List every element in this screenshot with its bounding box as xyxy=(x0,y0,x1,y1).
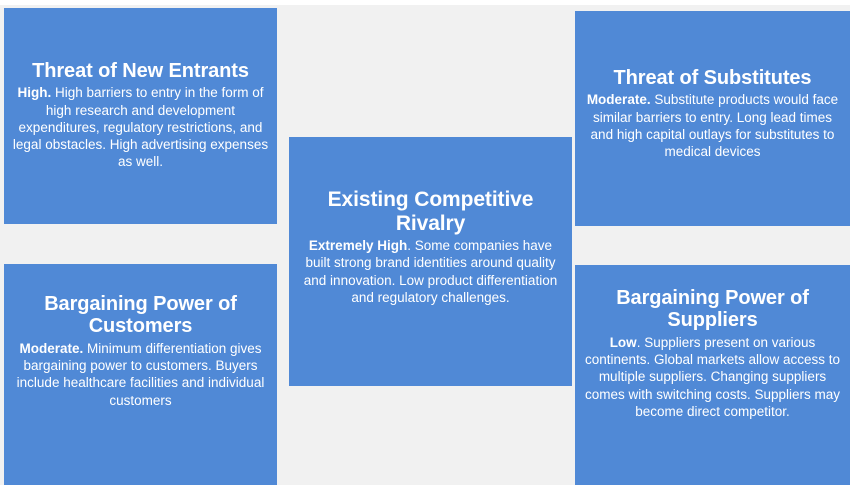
force-description-new-entrants: High. High barriers to entry in the form… xyxy=(11,84,270,170)
force-rating-new-entrants: High. xyxy=(17,85,52,101)
force-box-bargaining-power-of-customers[interactable]: Bargaining Power of Customers Moderate. … xyxy=(4,264,277,485)
force-box-bargaining-power-of-suppliers[interactable]: Bargaining Power of Suppliers Low. Suppl… xyxy=(575,265,850,485)
force-rating-substitutes: Moderate. xyxy=(586,92,651,108)
force-rating-suppliers: Low xyxy=(609,334,637,350)
force-box-threat-of-new-entrants[interactable]: Threat of New Entrants High. High barrie… xyxy=(4,8,277,224)
force-box-existing-competitive-rivalry[interactable]: Existing Competitive Rivalry Extremely H… xyxy=(289,137,572,386)
force-text-new-entrants: High barriers to entry in the form of hi… xyxy=(12,85,269,170)
force-title-substitutes: Threat of Substitutes xyxy=(613,67,812,89)
force-text-customers: Minimum differentiation gives bargaining… xyxy=(16,340,265,408)
force-rating-customers: Moderate. xyxy=(19,340,84,356)
force-title-customers: Bargaining Power of Customers xyxy=(44,293,237,338)
force-title-new-entrants: Threat of New Entrants xyxy=(32,60,249,82)
force-text-rivalry: . Some companies have built strong brand… xyxy=(303,238,558,305)
force-description-suppliers: Low. Suppliers present on various contin… xyxy=(584,334,841,420)
force-description-substitutes: Moderate. Substitute products would face… xyxy=(584,91,841,160)
force-box-threat-of-substitutes[interactable]: Threat of Substitutes Moderate. Substitu… xyxy=(575,11,850,226)
force-rating-rivalry: Extremely High xyxy=(308,238,408,254)
force-title-suppliers: Bargaining Power of Suppliers xyxy=(616,287,809,332)
force-title-rivalry: Existing Competitive Rivalry xyxy=(327,188,534,235)
force-text-substitutes: Substitute products would face similar b… xyxy=(590,92,839,160)
force-description-rivalry: Extremely High. Some companies have buil… xyxy=(301,237,560,306)
force-description-customers: Moderate. Minimum differentiation gives … xyxy=(11,340,270,409)
force-text-suppliers: . Suppliers present on various continent… xyxy=(584,334,841,419)
